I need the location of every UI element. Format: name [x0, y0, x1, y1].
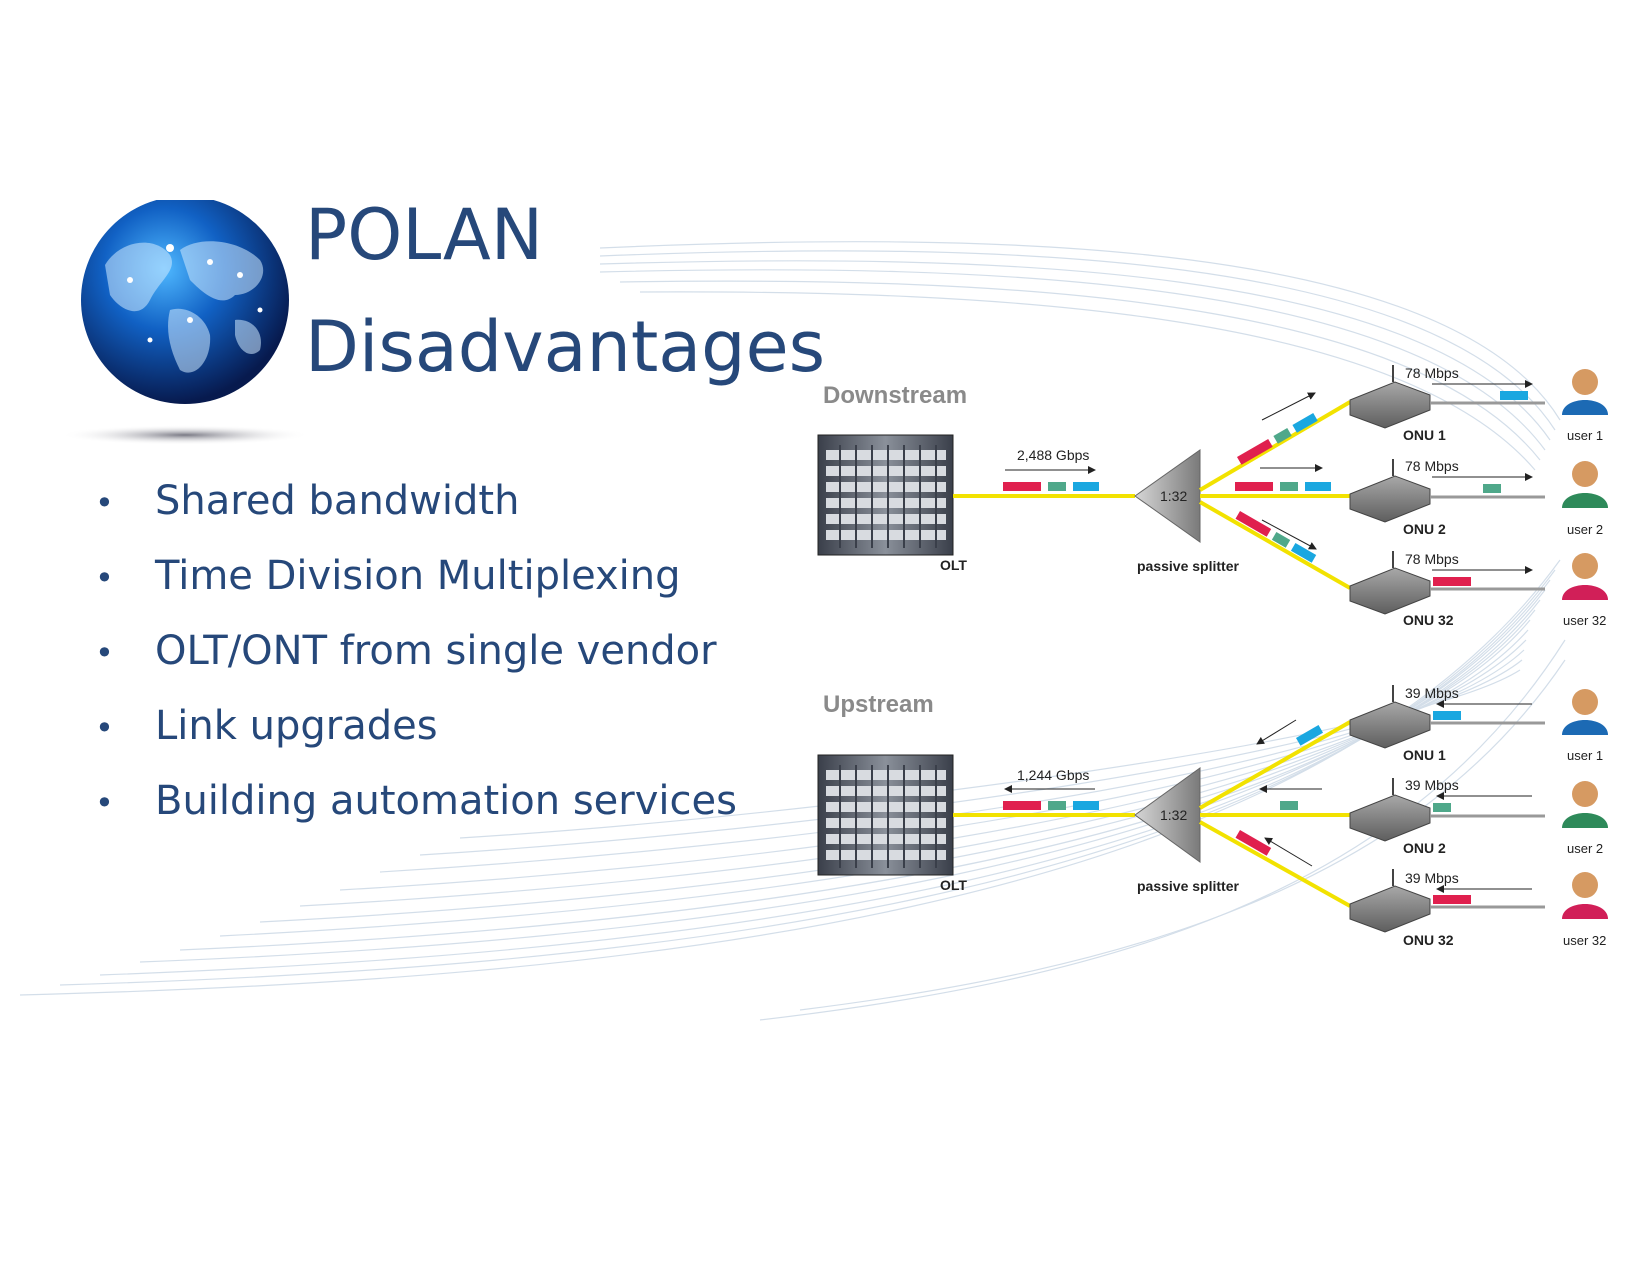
- upstream-heading: Upstream: [823, 691, 934, 718]
- onu-label: ONU 1: [1403, 747, 1446, 763]
- branch-rate: 78 Mbps: [1405, 551, 1459, 567]
- slide-title-line-1: POLAN: [305, 194, 544, 276]
- user-label: user 1: [1567, 748, 1603, 763]
- onu-row: 78 Mbps ONU 1 user 1: [1349, 365, 1608, 443]
- onu-row: 78 Mbps ONU 32 user 32: [1349, 551, 1608, 628]
- onu-device: [1349, 794, 1431, 842]
- packet: [1048, 482, 1066, 491]
- downstream-heading: Downstream: [823, 382, 967, 409]
- upstream-section: Upstream OLT 1,244 Gbps 1:32 passive spl…: [817, 685, 1608, 948]
- splitter-label: passive splitter: [1137, 558, 1239, 574]
- user-icon: [1562, 369, 1608, 415]
- packet: [1003, 482, 1041, 491]
- splitter-ratio: 1:32: [1160, 488, 1187, 504]
- onu-device: [1349, 885, 1431, 933]
- bullet-text: OLT/ONT from single vendor: [155, 628, 717, 674]
- branch-rate: 39 Mbps: [1405, 777, 1459, 793]
- splitter-ratio: 1:32: [1160, 807, 1187, 823]
- branch-rate: 78 Mbps: [1405, 365, 1459, 381]
- splitter-label: passive splitter: [1137, 878, 1239, 894]
- bullet-text: Building automation services: [155, 778, 737, 824]
- onu-label: ONU 32: [1403, 612, 1454, 628]
- globe-icon: [60, 200, 310, 445]
- onu-label: ONU 2: [1403, 840, 1446, 856]
- onu-device: [1349, 381, 1431, 429]
- onu-device: [1349, 567, 1431, 615]
- bullet-text: Link upgrades: [155, 703, 438, 749]
- olt-device: [817, 434, 954, 556]
- user-label: user 2: [1567, 522, 1603, 537]
- user-icon: [1562, 689, 1608, 735]
- onu-row: 39 Mbps ONU 32 user 32: [1349, 869, 1608, 948]
- onu-device: [1349, 475, 1431, 523]
- onu-row: 78 Mbps ONU 2 user 2: [1349, 458, 1608, 537]
- onu-row: 39 Mbps ONU 2 user 2: [1349, 777, 1608, 856]
- user-label: user 32: [1563, 933, 1606, 948]
- packet: [1073, 482, 1099, 491]
- branch-rate: 78 Mbps: [1405, 458, 1459, 474]
- user-label: user 2: [1567, 841, 1603, 856]
- user-icon: [1562, 872, 1608, 919]
- olt-device: [817, 754, 954, 876]
- user-icon: [1562, 553, 1608, 600]
- branch-rate: 39 Mbps: [1405, 870, 1459, 886]
- slide-title-line-2: Disadvantages: [305, 306, 826, 388]
- user-label: user 1: [1567, 428, 1603, 443]
- trunk-rate: 1,244 Gbps: [1017, 767, 1089, 783]
- bullet-text: Shared bandwidth: [155, 478, 520, 524]
- olt-label: OLT: [940, 877, 967, 893]
- user-icon: [1562, 781, 1608, 828]
- onu-row: 39 Mbps ONU 1 user 1: [1349, 685, 1608, 763]
- onu-label: ONU 2: [1403, 521, 1446, 537]
- onu-label: ONU 1: [1403, 427, 1446, 443]
- branch-rate: 39 Mbps: [1405, 685, 1459, 701]
- user-icon: [1562, 461, 1608, 508]
- bullet-text: Time Division Multiplexing: [155, 553, 681, 599]
- onu-label: ONU 32: [1403, 932, 1454, 948]
- user-label: user 32: [1563, 613, 1606, 628]
- olt-label: OLT: [940, 557, 967, 573]
- onu-device: [1349, 701, 1431, 749]
- trunk-rate: 2,488 Gbps: [1017, 447, 1089, 463]
- downstream-section: Downstream OLT 2,488 Gbps 1:32: [817, 365, 1608, 628]
